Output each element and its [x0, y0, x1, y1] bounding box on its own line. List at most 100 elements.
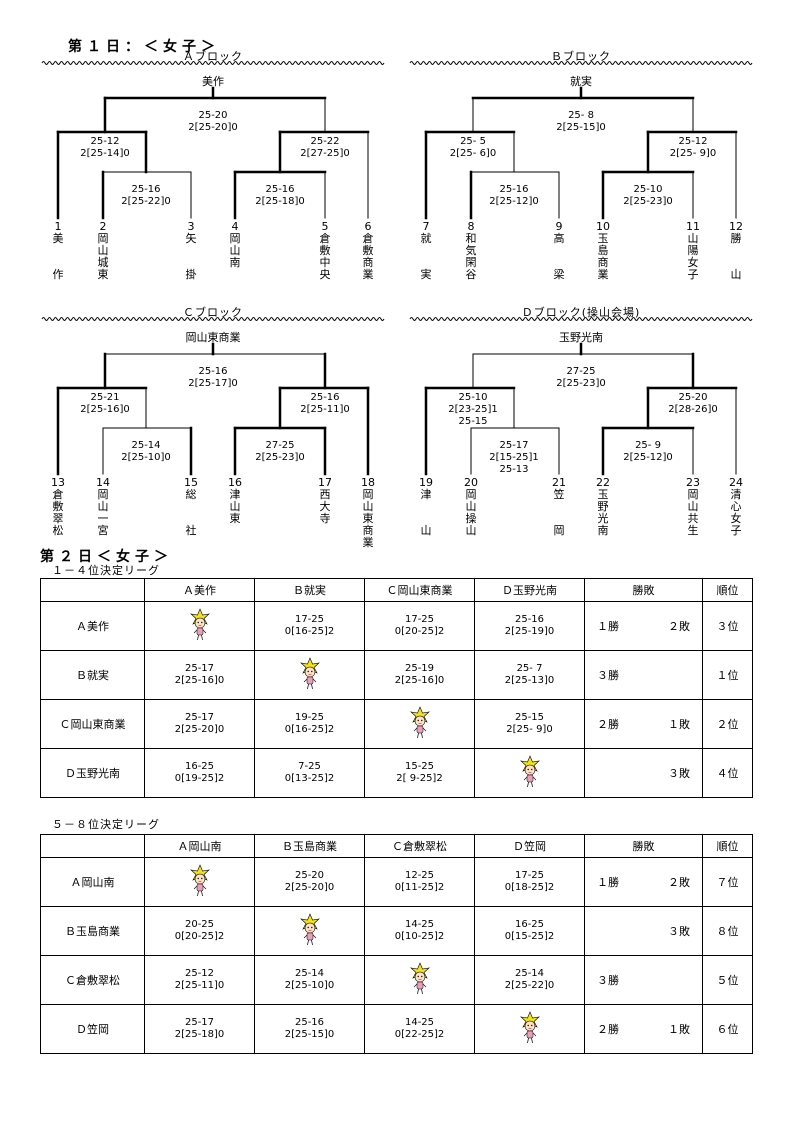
- team-number: 16: [228, 476, 242, 489]
- mascot-icon: [519, 1010, 540, 1043]
- mascot-icon: [299, 656, 320, 689]
- score-line: 2[25-15]0: [556, 122, 606, 133]
- team-name-char: 生: [687, 524, 699, 537]
- score-line: 2[15-25]1: [489, 452, 539, 463]
- result-sets: 2[25-22]0: [504, 980, 555, 991]
- team-name-char: 央: [319, 268, 331, 281]
- team-number: 17: [318, 476, 332, 489]
- score-line: 2[25-12]0: [623, 452, 673, 463]
- result-sets: 2[25-15]0: [284, 1029, 335, 1040]
- team-name-char: 作: [52, 268, 64, 281]
- day1-title: 第１日：＜女子＞: [68, 39, 220, 55]
- losses: ２敗: [668, 620, 690, 633]
- result-sets: 2[25-20]0: [284, 882, 335, 893]
- team-name-char: 敷: [319, 244, 331, 257]
- losses: １敗: [668, 718, 690, 731]
- result-sets: 0[19-25]2: [174, 773, 225, 784]
- wavy-divider: [409, 61, 753, 65]
- self-match-cell: [364, 699, 475, 749]
- block-winner: 就実: [570, 75, 592, 88]
- team-name-char: [183, 537, 199, 549]
- team-number: 15: [184, 476, 198, 489]
- team-name-char: 山: [687, 232, 699, 245]
- team-name-char: 岡: [97, 232, 109, 245]
- score-line: 2[25- 9]0: [669, 148, 717, 159]
- column-header: Ｂ就実: [254, 578, 365, 602]
- score-line: 2[25-14]0: [80, 148, 130, 159]
- win-loss-cell: ３勝: [584, 650, 703, 700]
- rank-cell: ３位: [702, 601, 753, 651]
- self-match-cell: [144, 601, 255, 651]
- score-line: 25-14: [131, 440, 161, 451]
- result-sets: 2[25-11]0: [174, 980, 225, 991]
- team-number: 13: [51, 476, 65, 489]
- score-line: 25-13: [499, 464, 529, 475]
- column-header: Ｃ岡山東商業: [364, 578, 475, 602]
- result-sets: 0[18-25]2: [504, 882, 555, 893]
- block-winner: 岡山東商業: [185, 331, 241, 344]
- wins: ３勝: [597, 669, 619, 682]
- score-line: 25-20: [678, 392, 708, 403]
- team-name-char: 業: [362, 536, 374, 549]
- rank-cell: ６位: [702, 1004, 753, 1054]
- result-points: 25-14: [294, 968, 325, 979]
- result-points: 17-25: [514, 870, 545, 881]
- team-name-char: 南: [229, 256, 241, 269]
- result-points: 25-20: [294, 870, 325, 881]
- result-points: 25-14: [514, 968, 545, 979]
- wins: ２勝: [597, 718, 619, 731]
- team-number: 3: [187, 220, 195, 233]
- team-name-char: 倉: [362, 232, 374, 245]
- score-line: 27-25: [566, 366, 596, 377]
- result-sets: 0[13-25]2: [284, 773, 335, 784]
- team-name-char: [728, 245, 744, 257]
- rank-cell: ２位: [702, 699, 753, 749]
- team-number: 21: [552, 476, 566, 489]
- result-sets: 0[16-25]2: [284, 724, 335, 735]
- rank-cell: ８位: [702, 906, 753, 956]
- win-loss-cell: ３敗: [584, 748, 703, 798]
- team-name-char: 倉: [319, 232, 331, 245]
- result-points: 15-25: [404, 761, 435, 772]
- score-line: 2[25-16]0: [80, 404, 130, 415]
- team-name-char: [317, 537, 333, 549]
- team-name-char: 勝: [730, 232, 742, 245]
- team-name-char: 笠: [553, 488, 565, 501]
- score-line: 25-16: [131, 184, 161, 195]
- result-sets: 2[25-10]0: [284, 980, 335, 991]
- team-name-char: 高: [553, 232, 565, 245]
- column-header: 勝敗: [584, 578, 703, 602]
- score-line: 2[25-23]0: [623, 196, 673, 207]
- team-name-char: [317, 525, 333, 537]
- wins: ３勝: [597, 974, 619, 987]
